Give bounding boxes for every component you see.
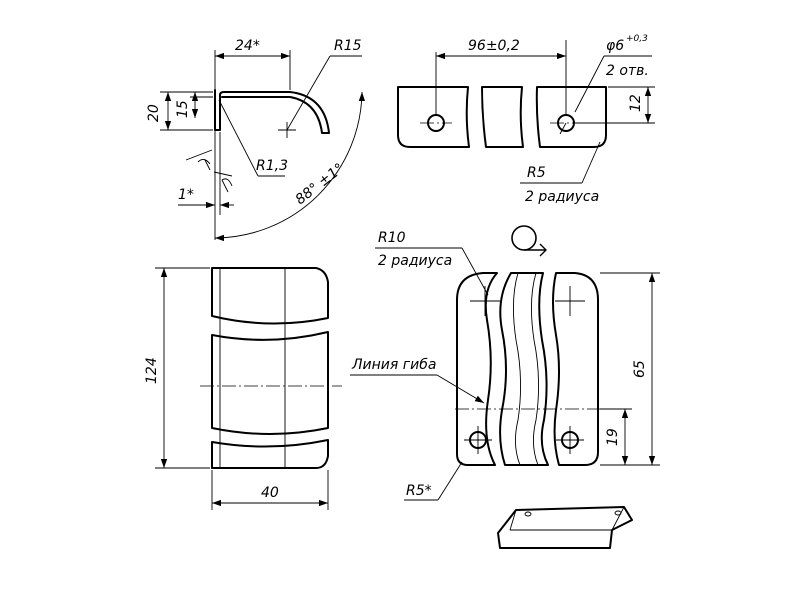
- isometric-sketch: [497, 506, 633, 549]
- dim-height-inner-label: 15: [175, 100, 191, 118]
- flat-blank-middle: [499, 272, 549, 466]
- dim-height-label: 65: [632, 360, 648, 378]
- dim-length-label: 124: [144, 357, 160, 384]
- side-bottom-segment: [211, 439, 329, 469]
- strip-segment-middle: [481, 86, 524, 148]
- dim-height-total-label: 20: [146, 104, 162, 122]
- top-view: 96±0,2 φ6 +0,3 2 отв. 12 R5 2 радиуса: [397, 34, 655, 205]
- dim-hole-tolerance-label: +0,3: [626, 34, 648, 44]
- iso-hole-right: [614, 510, 622, 516]
- side-top-segment: [211, 267, 329, 325]
- side-middle-segment: [211, 331, 329, 435]
- rotation-symbol: [511, 225, 547, 257]
- dim-hole-offset-label: 12: [628, 94, 644, 112]
- profile-view: 24* R15 20 15 R1,3 1* 88° ±1°: [146, 38, 366, 242]
- strip-segment-right: [535, 86, 607, 148]
- dim-bend-radius-label: R15: [334, 38, 362, 54]
- dim-r10-note: 2 радиуса: [378, 253, 452, 269]
- iso-body: [497, 506, 633, 549]
- dim-angle-label: 88° ±1°: [293, 161, 348, 209]
- dim-hole-count-label: 2 отв.: [606, 63, 649, 79]
- strip-segment-left: [397, 86, 470, 148]
- side-view: 124 40: [144, 267, 342, 510]
- bend-line-label: Линия гиба: [351, 357, 436, 373]
- bracket-profile: [214, 89, 330, 134]
- dim-corner-radius-label: R5: [527, 165, 546, 181]
- dim-inner-radius-label: R1,3: [256, 158, 288, 174]
- flat-pattern: R10 2 радиуса Линия гиба 65 19 R5*: [350, 230, 660, 501]
- dim-width-bottom-label: 40: [261, 485, 279, 501]
- dim-thickness-label: 1*: [178, 187, 194, 203]
- dim-angle-arc: [214, 91, 366, 242]
- dim-r10-label: R10: [378, 230, 406, 246]
- dim-corner-radius-note: 2 радиуса: [525, 189, 599, 205]
- dim-hole-diameter-label: φ6: [606, 38, 624, 54]
- dim-r5-star-label: R5*: [406, 483, 432, 499]
- dim-hole-spacing-label: 96±0,2: [468, 38, 520, 54]
- dim-hole-height-label: 19: [605, 428, 621, 446]
- dim-width-label: 24*: [235, 38, 260, 54]
- iso-hole-left: [524, 511, 532, 517]
- flat-blank-right: [552, 272, 599, 466]
- flat-blank-left: [456, 272, 498, 466]
